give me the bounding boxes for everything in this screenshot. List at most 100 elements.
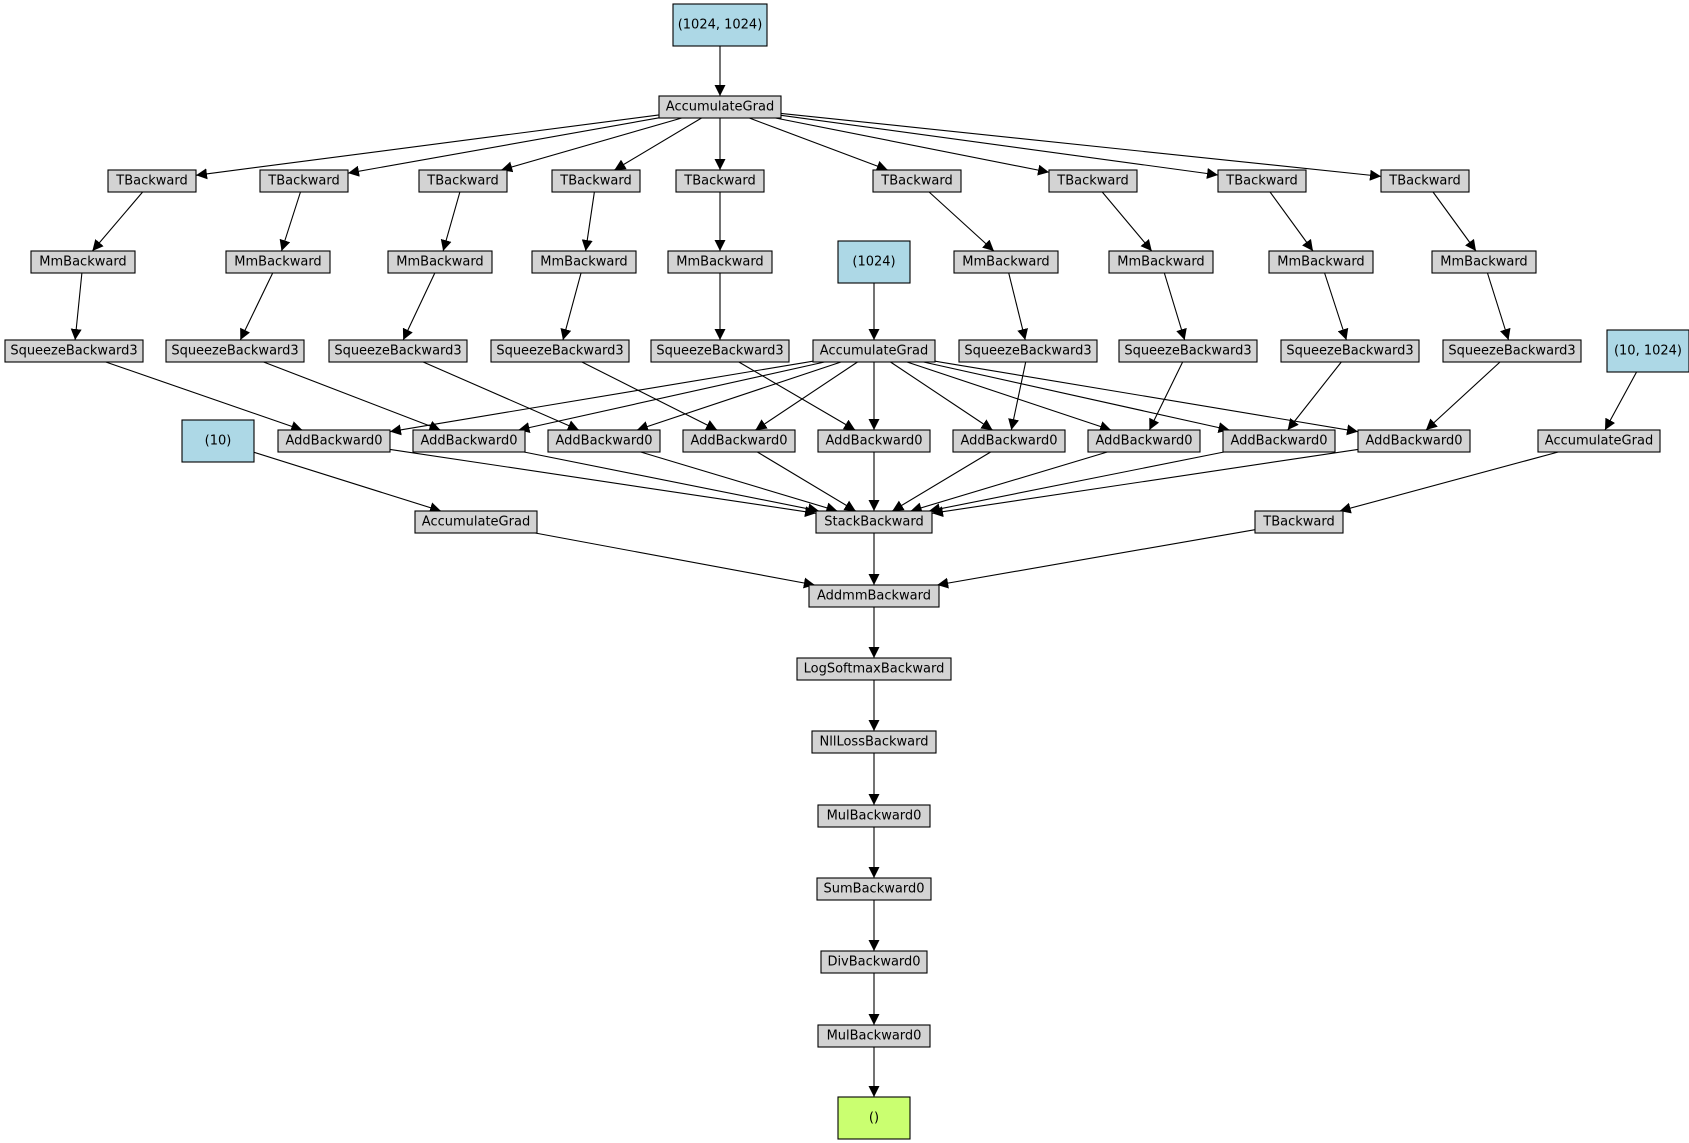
node-label: MmBackward [962,255,1049,270]
edge-mm4-to-sq4 [560,272,582,341]
node-box [820,950,928,974]
edge-mm8-to-sq8 [1324,272,1349,341]
node-addmm: AddmmBackward [808,584,940,608]
node-mm4: MmBackward [531,250,637,274]
node-add7: AddBackward0 [1087,429,1201,453]
edge-line [937,529,1256,589]
edge-sq7-to-add7 [1148,361,1184,431]
edge-mm2-to-sq2 [239,272,274,341]
edge-line [928,451,1225,515]
edge-line [757,451,856,512]
node-label: (1024) [852,255,895,270]
edge-acc_whh-to-t8 [780,114,1219,179]
edge-line [422,361,580,431]
node-mul1: MulBackward0 [817,804,931,828]
node-label: SqueezeBackward3 [964,344,1091,359]
node-box [812,339,936,363]
node-box [418,169,508,193]
node-stack: StackBackward [815,510,933,534]
node-t_out: TBackward [1254,510,1344,534]
node-label: AddBackward0 [1231,434,1328,449]
node-box [1357,429,1471,453]
node-label: TBackward [559,174,631,189]
edge-line [402,272,436,341]
node-nll: NllLossBackward [811,730,937,754]
node-box [387,250,493,274]
node-box [259,169,349,193]
edge-line [928,191,995,252]
node-label: AccumulateGrad [666,100,774,115]
edge-line [906,361,1112,432]
node-box [547,429,661,453]
node-t1: TBackward [107,169,197,193]
node-box [1048,169,1138,193]
node-box [4,339,144,363]
node-sq4: SqueezeBackward3 [490,339,630,363]
edge-line [523,451,820,515]
node-box [1280,339,1420,363]
node-box [817,804,931,828]
node-label: AddBackward0 [421,434,518,449]
edge-acc_bh-to-add3 [636,361,842,432]
edge-sq5-to-add5 [738,361,856,431]
node-box [225,250,331,274]
edge-add2-to-stack [523,451,820,515]
edge-sq6-to-add6 [1008,361,1027,431]
node-box [672,3,768,47]
edge-line [931,448,1359,518]
edge-line [1604,371,1638,431]
node-t4: TBackward [551,169,641,193]
node-label: LogSoftmaxBackward [804,662,945,677]
node-w_hh: (1024, 1024) [672,3,768,47]
edge-line [560,272,582,341]
edge-acc_whh-to-t2 [347,117,660,177]
edge-line [581,191,595,252]
node-box [817,1024,931,1048]
node-box [811,730,937,754]
edge-line [263,361,441,432]
edge-add1-to-stack [389,448,817,518]
edge-sq8-to-add8 [1287,361,1342,431]
node-label: AccumulateGrad [1545,434,1653,449]
node-box [1222,429,1336,453]
edge-line [910,451,1108,514]
node-box [414,510,538,534]
edge-line [389,360,814,436]
edge-acc_bh-to-add1 [389,360,814,436]
node-t7: TBackward [1048,169,1138,193]
node-label: MmBackward [39,255,126,270]
edge-acc_whh-to-t4 [614,117,702,171]
edge-line [389,448,817,518]
node-box [1087,429,1201,453]
edge-line [1287,361,1342,431]
node-acc_bout: AccumulateGrad [414,510,538,534]
edge-sq1-to-add1 [105,361,303,432]
node-box [1442,339,1582,363]
node-t3: TBackward [418,169,508,193]
node-sq3: SqueezeBackward3 [328,339,468,363]
edge-add9-to-stack [931,448,1359,518]
node-label: MmBackward [234,255,321,270]
edge-line [892,451,991,512]
node-label: TBackward [1225,174,1297,189]
edge-line [780,114,1219,179]
edge-line [1432,191,1477,252]
edge-t9-to-mm9 [1432,191,1477,252]
edge-line [105,361,303,432]
node-box [658,95,782,119]
node-out: () [837,1096,911,1140]
node-add8: AddBackward0 [1222,429,1336,453]
edge-acc_whh-to-t1 [195,114,660,180]
edge-t6-to-mm6 [928,191,995,252]
edge-line [1163,272,1187,341]
node-label: SqueezeBackward3 [1124,344,1251,359]
node-mm8: MmBackward [1268,250,1374,274]
node-box [1606,329,1689,373]
edge-sq2-to-add2 [263,361,441,432]
edge-line [1101,191,1153,252]
node-box [1431,250,1537,274]
node-mm5: MmBackward [667,250,773,274]
edge-line [1425,361,1501,431]
node-box [872,169,962,193]
node-acc_wout: AccumulateGrad [1537,429,1661,453]
